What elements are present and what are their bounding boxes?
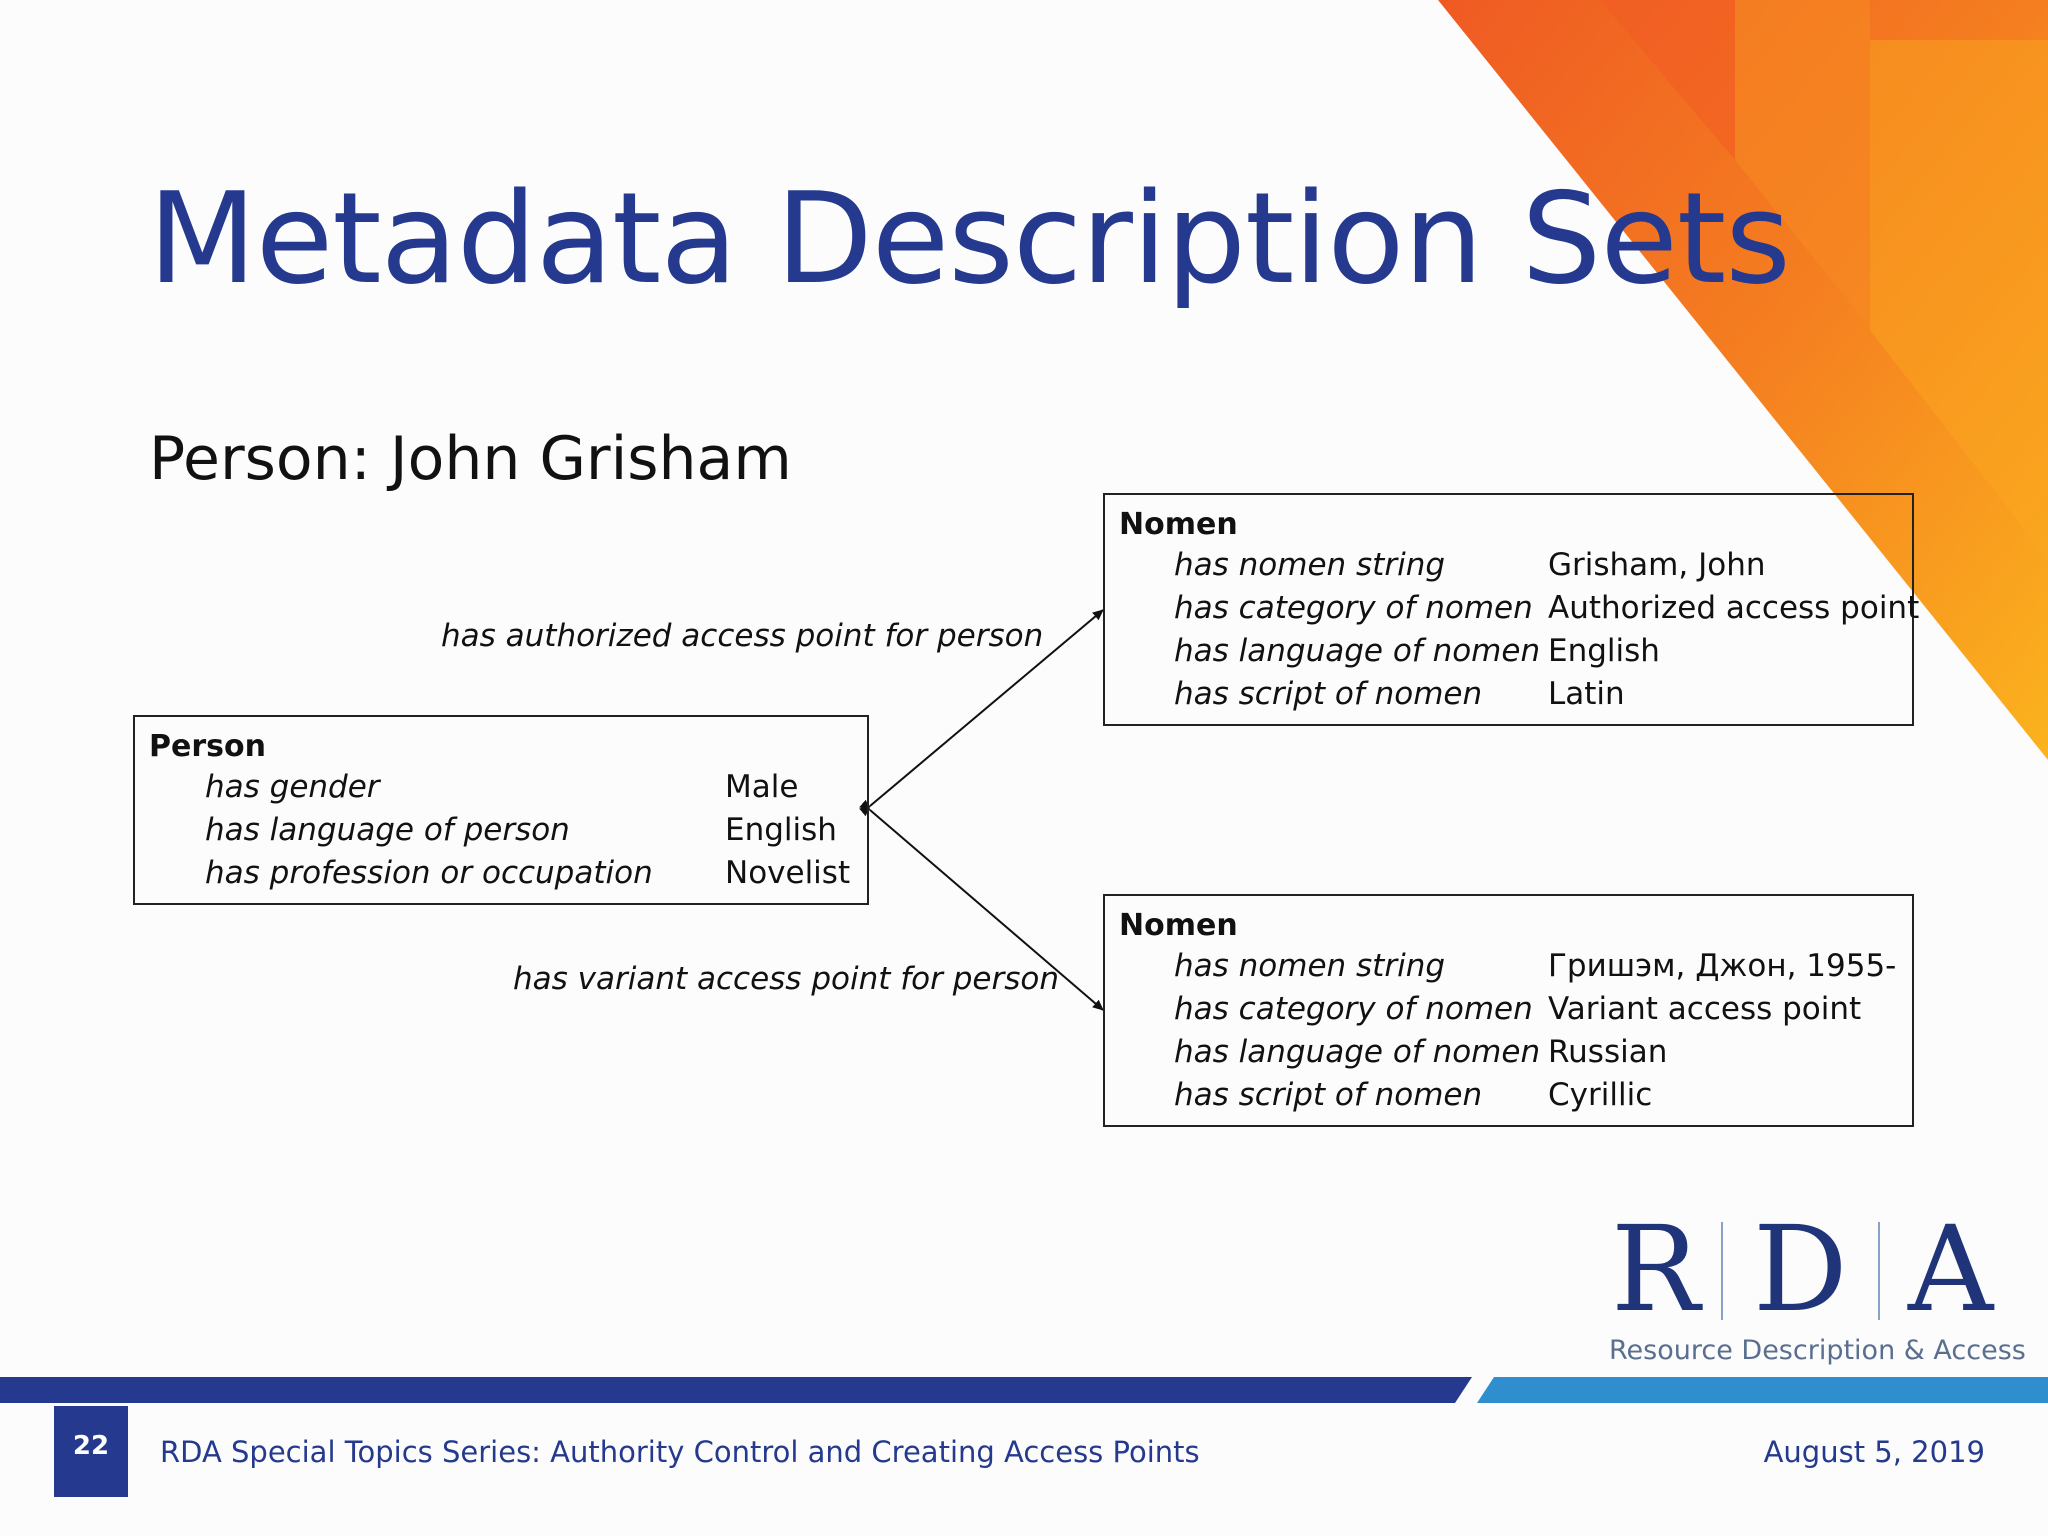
nomen-value: Authorized access point xyxy=(1548,590,1920,626)
nomen-property: has nomen string xyxy=(1174,547,1446,583)
nomen-property: has language of nomen xyxy=(1174,633,1541,669)
footer-band-light-blue xyxy=(1477,1377,2048,1403)
nomen-row: has category of nomen Variant access poi… xyxy=(1105,991,1912,1034)
logo-letter-r: R xyxy=(1611,1200,1700,1338)
page-title: Metadata Description Sets xyxy=(148,165,1791,312)
nomen-property: has category of nomen xyxy=(1174,590,1533,626)
relationship-label-variant: has variant access point for person xyxy=(513,961,1059,997)
nomen-property: has language of nomen xyxy=(1174,1034,1541,1070)
person-row: has language of person English xyxy=(135,812,867,855)
logo-tagline: Resource Description & Access xyxy=(1609,1335,2026,1366)
nomen-property: has script of nomen xyxy=(1174,1077,1483,1113)
nomen-value: Grisham, John xyxy=(1548,547,1766,583)
orange-corner-triangle xyxy=(1438,0,2048,760)
orange-corner-shade-3 xyxy=(1540,0,1735,160)
nomen-box-heading: Nomen xyxy=(1119,507,1238,542)
footer-series-title: RDA Special Topics Series: Authority Con… xyxy=(160,1435,1200,1469)
footer-band-navy xyxy=(0,1377,1472,1403)
nomen-value: Russian xyxy=(1548,1034,1668,1070)
person-row: has profession or occupation Novelist xyxy=(135,855,867,898)
nomen-row: has category of nomen Authorized access … xyxy=(1105,590,1919,633)
nomen-value: Latin xyxy=(1548,676,1625,712)
person-box-heading: Person xyxy=(149,729,266,764)
nomen-value: Гришэм, Джон, 1955- xyxy=(1548,948,1897,984)
slide-number: 22 xyxy=(54,1406,128,1497)
person-row: has gender Male xyxy=(135,769,867,812)
logo-letter-a: A xyxy=(1908,1200,1994,1338)
orange-corner-shade-2 xyxy=(1870,40,2048,560)
arrow-variant-access-point xyxy=(859,799,1104,1011)
nomen-row: has nomen string Grisham, John xyxy=(1105,547,1912,590)
nomen-row: has nomen string Гришэм, Джон, 1955- xyxy=(1105,948,1912,991)
nomen-row: has language of nomen Russian xyxy=(1105,1034,1912,1077)
logo-separator xyxy=(1721,1222,1723,1320)
nomen-property: has category of nomen xyxy=(1174,991,1533,1027)
logo-separator xyxy=(1878,1222,1880,1320)
orange-corner-shade-1 xyxy=(1735,0,1870,328)
nomen-row: has script of nomen Latin xyxy=(1105,676,1912,719)
nomen-property: has script of nomen xyxy=(1174,676,1483,712)
nomen-value: English xyxy=(1548,633,1660,669)
logo-letter-d: D xyxy=(1753,1200,1848,1338)
person-box: Person has gender Male has language of p… xyxy=(133,715,869,905)
person-value: Male xyxy=(725,769,799,805)
nomen-row: has script of nomen Cyrillic xyxy=(1105,1077,1912,1120)
rda-logo: R D A Resource Description & Access xyxy=(1603,1200,2026,1370)
person-property: has profession or occupation xyxy=(205,855,653,891)
nomen-box-heading: Nomen xyxy=(1119,908,1238,943)
footer-date: August 5, 2019 xyxy=(1763,1435,1985,1469)
person-value: English xyxy=(725,812,837,848)
person-property: has language of person xyxy=(205,812,570,848)
person-value: Novelist xyxy=(725,855,851,891)
nomen-box-variant: Nomen has nomen string Гришэм, Джон, 195… xyxy=(1103,894,1914,1127)
arrow-authorized-access-point xyxy=(859,609,1104,817)
nomen-value: Variant access point xyxy=(1548,991,1862,1027)
person-property: has gender xyxy=(205,769,380,805)
nomen-value: Cyrillic xyxy=(1548,1077,1653,1113)
page-subtitle: Person: John Grisham xyxy=(149,424,792,494)
nomen-box-authorized: Nomen has nomen string Grisham, John has… xyxy=(1103,493,1919,726)
nomen-property: has nomen string xyxy=(1174,948,1446,984)
nomen-row: has language of nomen English xyxy=(1105,633,1912,676)
relationship-label-authorized: has authorized access point for person xyxy=(441,618,1044,654)
